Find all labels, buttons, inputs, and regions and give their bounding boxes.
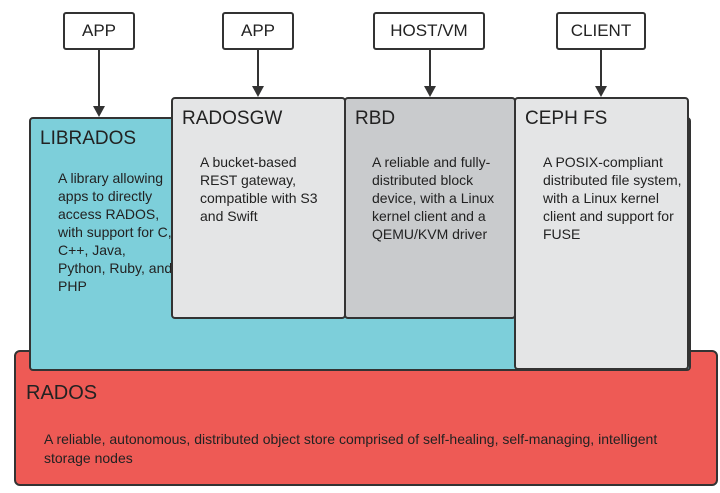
arrow-client-to-cephfs (595, 50, 607, 97)
arrow-app-2-to-radosgw (252, 50, 264, 97)
rbd-title: RBD (355, 108, 396, 129)
librados-description: A library allowing apps to directly acce… (58, 170, 173, 294)
cephfs-description: A POSIX-compliant distributed file syste… (543, 154, 682, 242)
librados-title: LIBRADOS (40, 128, 137, 149)
client-box-app-1: APP (63, 12, 135, 50)
client-box-app-2: APP (222, 12, 294, 50)
arrow-host-vm-to-rbd (424, 50, 436, 97)
cephfs-panel: CEPH FS A POSIX-compliant distributed fi… (514, 97, 689, 370)
client-box-host-vm: HOST/VM (373, 12, 485, 50)
rados-description: A reliable, autonomous, distributed obje… (44, 431, 658, 466)
client-box-client: CLIENT (556, 12, 646, 50)
rbd-description: A reliable and fully-distributed block d… (372, 154, 495, 242)
radosgw-panel: RADOSGW A bucket-based REST gateway, com… (171, 97, 346, 319)
rados-panel: RADOS A reliable, autonomous, distribute… (14, 350, 718, 486)
radosgw-title: RADOSGW (182, 108, 283, 129)
arrow-app-1-to-librados (93, 50, 105, 117)
rados-title: RADOS (26, 382, 98, 404)
cephfs-title: CEPH FS (525, 108, 608, 129)
radosgw-description: A bucket-based REST gateway, compatible … (200, 154, 318, 224)
rbd-panel: RBD A reliable and fully-distributed blo… (344, 97, 516, 319)
